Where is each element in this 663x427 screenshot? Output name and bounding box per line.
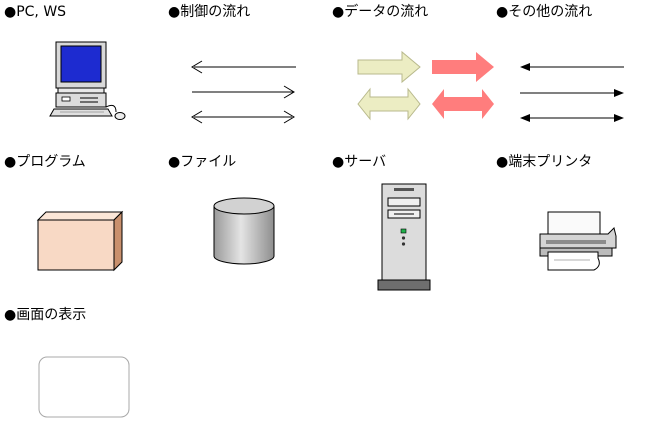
program-box-icon (36, 210, 124, 272)
label-screen-display: ●画面の表示 (4, 307, 87, 323)
other-flow-arrows (520, 63, 624, 122)
control-flow-arrows (191, 60, 296, 124)
data-flow-arrows (357, 50, 494, 121)
printer-icon (539, 211, 617, 271)
label-terminal-printer: ●端末プリンタ (496, 154, 593, 170)
server-tower-icon (377, 183, 431, 291)
label-control-flow: ●制御の流れ (168, 4, 251, 20)
label-other-flow: ●その他の流れ (496, 4, 593, 20)
label-pc-ws: ●PC, WS (4, 4, 67, 20)
file-cylinder-icon (213, 197, 275, 265)
label-program: ●プログラム (4, 154, 86, 170)
label-server: ●サーバ (332, 154, 387, 170)
screen-frame-icon (38, 356, 130, 418)
label-data-flow: ●データの流れ (332, 4, 429, 20)
label-file: ●ファイル (168, 154, 237, 170)
pc-icon (49, 41, 126, 120)
